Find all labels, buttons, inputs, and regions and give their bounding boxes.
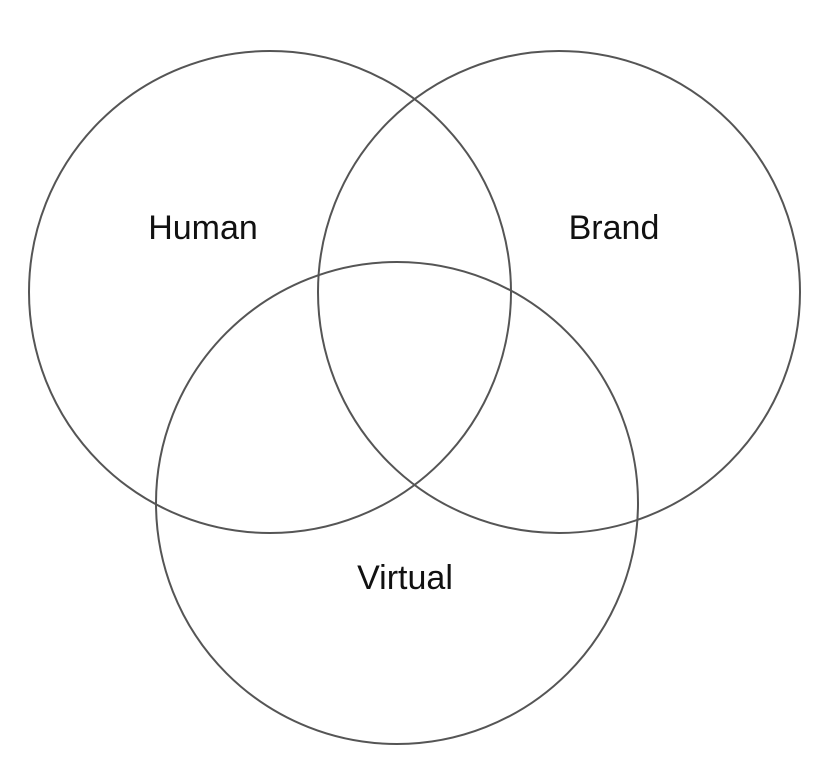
venn-label-brand: Brand [569,209,660,247]
venn-circle-brand [317,50,801,534]
venn-label-human: Human [148,209,258,247]
venn-circle-human [28,50,512,534]
venn-circle-virtual [155,261,639,745]
venn-label-virtual: Virtual [357,559,453,597]
